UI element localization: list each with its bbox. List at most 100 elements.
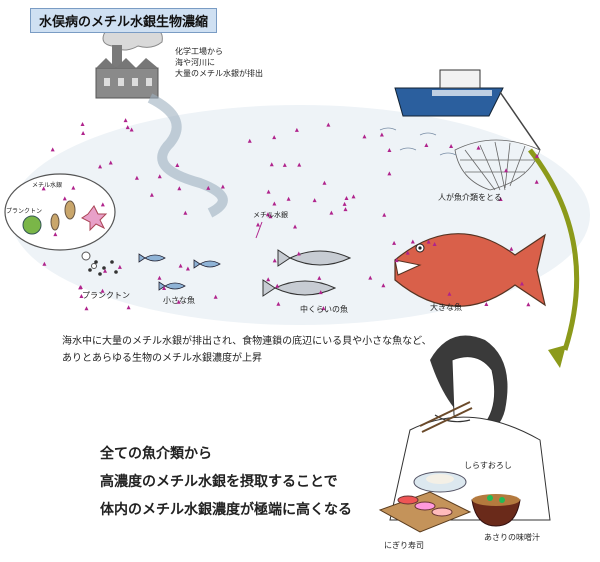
- mercury-particle: [100, 202, 105, 207]
- mercury-particle: [71, 185, 76, 190]
- miso-label: あさりの味噌汁: [484, 533, 540, 542]
- fishing-net: [454, 139, 541, 191]
- net-line: [499, 91, 541, 151]
- mercury-particle: [157, 275, 162, 280]
- factory-caption-line: 大量のメチル水銀が排出: [175, 69, 263, 78]
- mercury-particle: [317, 275, 322, 280]
- mercury-particle: [476, 145, 481, 150]
- boat-label: 人が魚介類をとる: [438, 193, 502, 202]
- mercury-particle: [125, 125, 130, 130]
- mercury-particle: [41, 186, 46, 191]
- mercury-particle: [80, 121, 85, 126]
- shirasu-label: しらすおろし: [464, 461, 512, 470]
- miso-bowl: [471, 499, 521, 527]
- mercury-particle: [318, 290, 323, 295]
- mercury-particle: [265, 212, 270, 217]
- mercury-pointer-label: メチル水銀: [253, 211, 288, 219]
- mercury-particle: [50, 147, 55, 152]
- mercury-particle: [268, 214, 273, 219]
- mercury-particle: [526, 302, 531, 307]
- explanation-line: ありとあらゆる生物のメチル水銀濃度が上昇: [62, 353, 262, 364]
- mercury-particles: [41, 118, 539, 311]
- factory-caption: 化学工場から 海や河川に 大量のメチル水銀が排出: [175, 46, 263, 79]
- factory-caption-line: 海や河川に: [175, 58, 215, 67]
- mercury-particle: [269, 162, 274, 167]
- mercury-particle: [297, 162, 302, 167]
- mercury-particle: [282, 162, 287, 167]
- fishing-boat: [394, 69, 541, 151]
- mercury-particle: [266, 189, 271, 194]
- mercury-particle: [134, 175, 139, 180]
- mercury-particle: [432, 242, 437, 247]
- mercury-particle: [322, 180, 327, 185]
- big-fish-label: 大きな魚: [430, 303, 462, 312]
- conclusion-text: 全ての魚介類から 高濃度のメチル水銀を摂取することで 体内のメチル水銀濃度が極端…: [100, 440, 352, 524]
- plankton-dots: [88, 260, 118, 276]
- mercury-particle: [53, 232, 58, 237]
- small-fish: [158, 281, 186, 291]
- mercury-particle: [447, 291, 452, 296]
- mercury-particle: [123, 118, 128, 123]
- medium-fish-label: 中くらいの魚: [300, 305, 348, 314]
- explanation-text: 海水中に大量のメチル水銀が排出され、食物連鎖の底辺にいる貝や小さな魚など、 あり…: [62, 333, 432, 367]
- mercury-particle: [272, 135, 277, 140]
- mercury-particle: [424, 143, 429, 148]
- mercury-particle: [157, 174, 162, 179]
- mercury-particle: [126, 305, 131, 310]
- mercury-particle: [177, 186, 182, 191]
- mercury-particle: [296, 251, 301, 256]
- mercury-particle: [272, 201, 277, 206]
- plankton-bubble: [4, 173, 116, 269]
- bubble-mercury-label: メチル水銀: [32, 182, 63, 189]
- mercury-particle: [272, 258, 277, 263]
- factory-roof: [96, 58, 158, 68]
- mercury-particle: [321, 306, 326, 311]
- mercury-particle: [162, 285, 167, 290]
- mercury-particle: [206, 185, 211, 190]
- mercury-particle: [362, 134, 367, 139]
- conclusion-line: 体内のメチル水銀濃度が極端に高くなる: [100, 502, 352, 518]
- mercury-particle: [343, 207, 348, 212]
- flow-arrow: [528, 148, 580, 368]
- plankton-label: プランクトン: [82, 291, 130, 300]
- mercury-particle: [78, 285, 83, 290]
- explanation-line: 海水中に大量のメチル水銀が排出され、食物連鎖の底辺にいる貝や小さな魚など、: [62, 336, 432, 347]
- mercury-particle: [286, 196, 291, 201]
- factory-caption-line: 化学工場から: [175, 47, 223, 56]
- medium-fish: [262, 279, 337, 297]
- mercury-particle: [42, 261, 47, 266]
- medium-fish-group: [262, 249, 352, 297]
- mercury-particle: [504, 168, 509, 173]
- small-fish-label: 小さな魚: [163, 296, 195, 305]
- mercury-particle: [387, 148, 392, 153]
- mercury-particle: [98, 164, 103, 169]
- chopsticks: [419, 401, 471, 427]
- mercury-particle: [185, 266, 190, 271]
- mercury-particle: [410, 239, 415, 244]
- mercury-particle: [449, 143, 454, 148]
- food: [378, 471, 521, 533]
- mercury-particle: [79, 293, 84, 298]
- small-fish: [138, 253, 166, 263]
- mercury-particle: [175, 162, 180, 167]
- mercury-particle: [498, 196, 503, 201]
- mercury-particle: [129, 127, 134, 132]
- mercury-particle: [329, 210, 334, 215]
- mercury-particle: [394, 258, 399, 263]
- bubble-plankton-label: プランクトン: [6, 208, 43, 215]
- mercury-particle: [519, 281, 524, 286]
- conclusion-line: 高濃度のメチル水銀を摂取することで: [100, 474, 338, 490]
- person-eating: [389, 335, 551, 521]
- mercury-particle: [351, 194, 356, 199]
- mercury-pointer-line: [255, 221, 263, 239]
- sushi-label: にぎり寿司: [384, 541, 424, 550]
- mercury-particle: [509, 246, 514, 251]
- mercury-particle: [276, 301, 281, 306]
- mercury-particle: [100, 288, 105, 293]
- mercury-particle: [534, 179, 539, 184]
- mercury-particle: [534, 153, 539, 158]
- mercury-particle: [266, 277, 271, 282]
- mercury-particle: [381, 283, 386, 288]
- mercury-particle: [344, 196, 349, 201]
